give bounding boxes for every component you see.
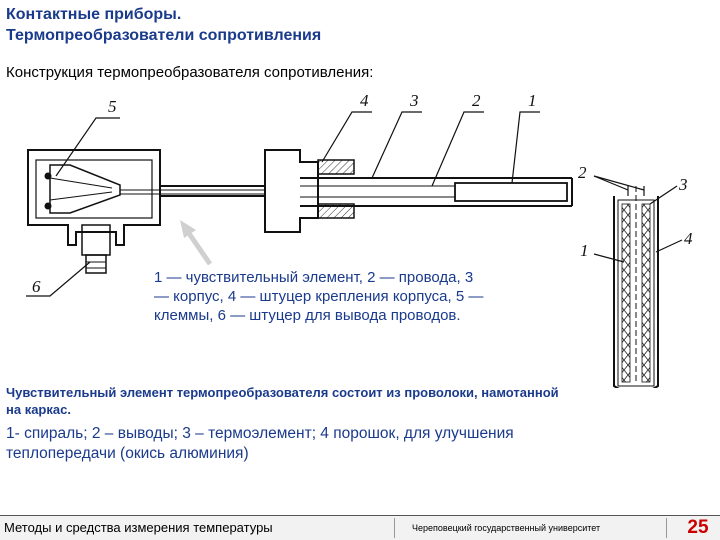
section-subtitle: Конструкция термопреобразователя сопроти… [6, 64, 374, 81]
footer-university: Череповецкий государственный университет [412, 523, 601, 533]
right-label-2: 2 [578, 163, 587, 182]
label-4: 4 [360, 91, 369, 110]
pointer-arrow [180, 220, 213, 266]
element-description: Чувствительный элемент термопреобразоват… [6, 385, 559, 417]
right-label-3: 3 [678, 175, 688, 194]
thermometer-diagram: 5 4 3 2 1 6 2 3 1 4 [26, 91, 693, 388]
footer-divider [0, 515, 720, 516]
footer-course: Методы и средства измерения температуры [4, 520, 273, 535]
footer-separator [666, 518, 667, 538]
sensor-head [27, 149, 161, 274]
right-leader-lines [593, 175, 683, 263]
label-2: 2 [472, 91, 481, 110]
leader-lines [26, 111, 540, 297]
label-6: 6 [32, 277, 41, 296]
label-3: 3 [409, 91, 419, 110]
page-title-line2: Термопреобразователи сопротивления [6, 27, 322, 44]
page-title: Контактные приборы. Термопреобразователи… [6, 4, 706, 46]
legend-caption: 1 — чувствительный элемент, 2 — провода,… [154, 269, 484, 324]
footer: Методы и средства измерения температуры … [0, 516, 720, 540]
sensing-element-section [613, 186, 659, 388]
label-5: 5 [108, 97, 117, 116]
right-label-4: 4 [684, 229, 693, 248]
page-number: 25 [687, 517, 709, 538]
page-title-line1: Контактные приборы. [6, 6, 182, 23]
footer-separator [394, 518, 395, 538]
sensor-tube [120, 149, 573, 233]
right-label-1: 1 [580, 241, 589, 260]
label-1: 1 [528, 91, 537, 110]
parts-description: 1- спираль; 2 – выводы; 3 – термоэлемент… [6, 425, 514, 462]
